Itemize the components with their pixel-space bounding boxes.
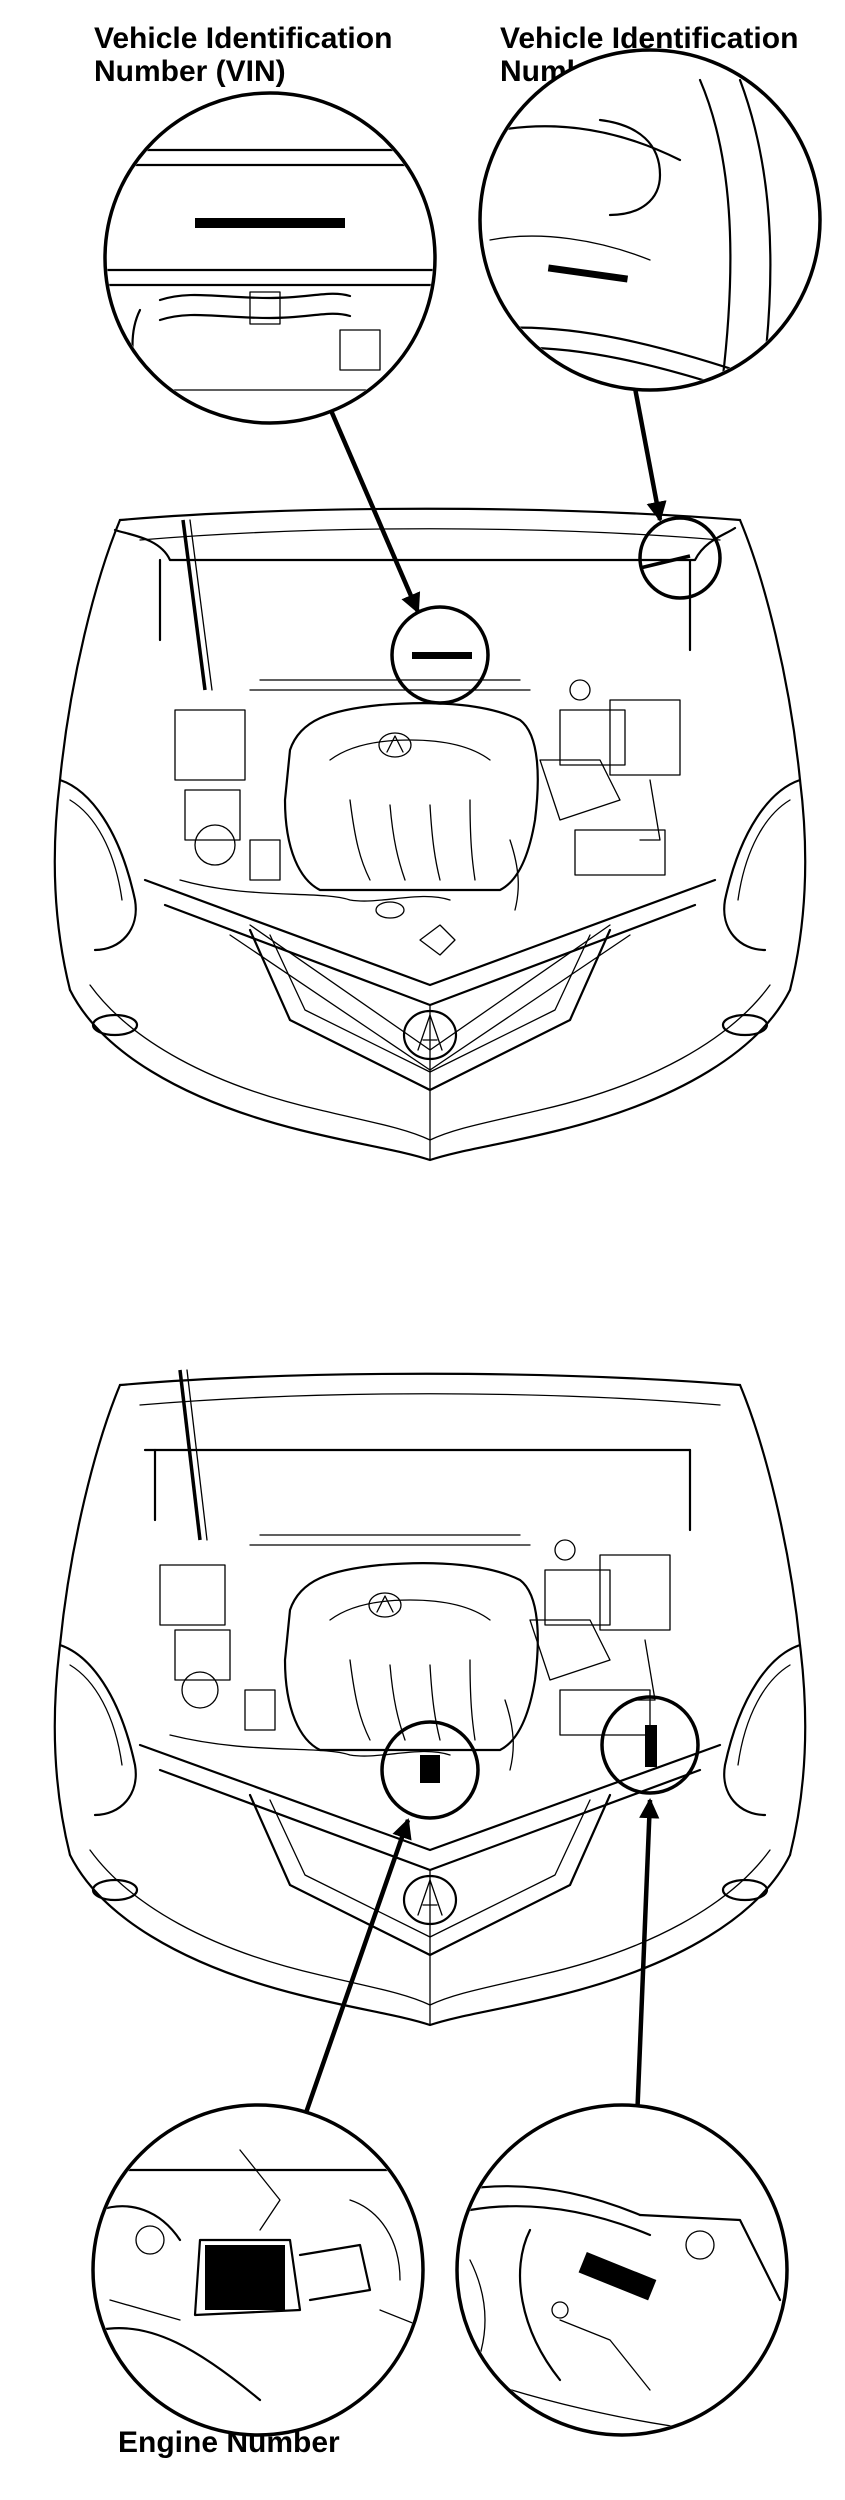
engine-number-ring-center [380,1720,480,1820]
engine-number-ring-right [600,1695,700,1795]
vin-location-ring-right [638,516,722,600]
top-car-front-view [53,507,807,1162]
arrow-head-icon [634,1797,660,2121]
vin-location-ring-center [390,605,490,705]
arrow-head-icon [317,384,421,614]
vin-location-callout [103,91,437,425]
vin-label-left: Vehicle Identification Number (VIN) [94,22,393,88]
engine-number-callout [455,2103,789,2437]
engine-number-callout [91,2103,425,2437]
arrow-head-icon [297,1818,412,2131]
vin-location-callout [478,48,822,392]
arrow-head-icon [632,387,667,522]
bottom-car-front-view [53,1369,807,2027]
